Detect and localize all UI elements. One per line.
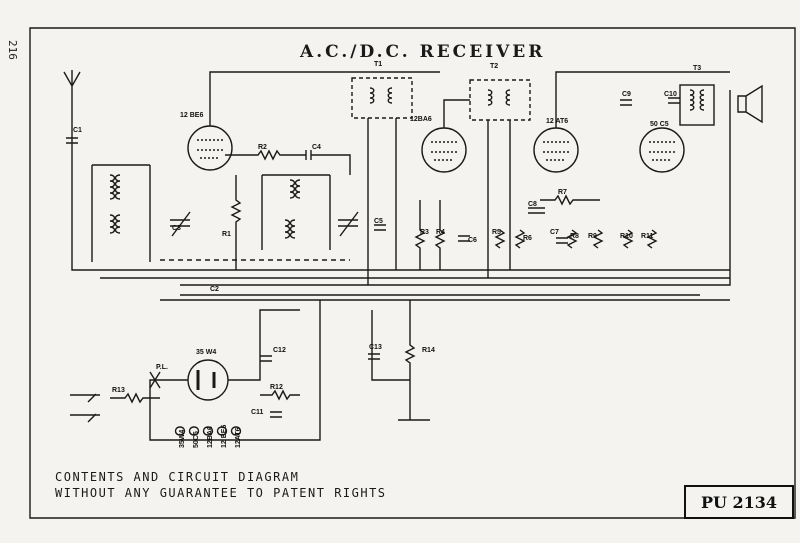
resistor-r5-label: R5 xyxy=(492,229,501,236)
capacitor-c4-label: C4 xyxy=(312,144,321,151)
valve-v1-label: 12 BE6 xyxy=(180,112,203,119)
speaker-symbol xyxy=(737,84,763,124)
valve-v1-envelope xyxy=(187,125,233,171)
valve-v4-envelope xyxy=(639,127,685,173)
capacitor-c7-label: C7 xyxy=(550,229,559,236)
disclaimer-notes: CONTENTS AND CIRCUIT DIAGRAM WITHOUT ANY… xyxy=(55,469,387,501)
transformer-t2-box xyxy=(469,79,531,121)
resistor-r4-label: R4 xyxy=(436,229,445,236)
capacitor-c8-label: C8 xyxy=(528,201,537,208)
capacitor-c2-label: C2 xyxy=(210,286,219,293)
valve-v2-label: 12BA6 xyxy=(410,116,432,123)
heater-35w4-label: 35W4 xyxy=(179,430,186,448)
model-code: PU 2134 xyxy=(700,492,778,512)
valve-v2-envelope xyxy=(421,127,467,173)
frame-border xyxy=(29,27,796,519)
disclaimer-line-2: WITHOUT ANY GUARANTEE TO PATENT RIGHTS xyxy=(55,486,387,500)
valve-v3-envelope xyxy=(533,127,579,173)
resistor-r11-label: R11 xyxy=(641,233,654,240)
resistor-r9-label: R9 xyxy=(588,233,597,240)
capacitor-c6-label: C6 xyxy=(468,237,477,244)
resistor-r6-label: R6 xyxy=(523,235,532,242)
transformer-t1-label: T1 xyxy=(374,61,382,68)
model-code-box: PU 2134 xyxy=(684,485,794,519)
pilot-lamp-symbol xyxy=(149,371,161,389)
resistor-r14-label: R14 xyxy=(422,347,435,354)
capacitor-c1-label: C1 xyxy=(73,127,82,134)
valve-rectifier-envelope xyxy=(187,359,229,401)
capacitor-c3-label: C3 xyxy=(172,225,181,232)
diagram-title: A.C./D.C. RECEIVER xyxy=(300,42,546,62)
antenna-symbol xyxy=(63,70,81,100)
capacitor-c9-label: C9 xyxy=(622,91,631,98)
resistor-r10-label: R10 xyxy=(620,233,633,240)
valve-rectifier-label: 35 W4 xyxy=(196,349,216,356)
resistor-r3-label: R3 xyxy=(420,229,429,236)
heater-12ba6-label: 12BA6 xyxy=(207,426,214,448)
heater-50c5-label: 50C5 xyxy=(193,431,200,448)
capacitor-c5-label: C5 xyxy=(374,218,383,225)
transformer-t3-label: T3 xyxy=(693,65,701,72)
resistor-r8-label: R8 xyxy=(570,233,579,240)
resistor-r1-label: R1 xyxy=(222,231,231,238)
valve-v4-label: 50 C5 xyxy=(650,121,669,128)
capacitor-c11-label: C11 xyxy=(251,409,264,416)
heater-12at6-label: 12AT6 xyxy=(235,427,242,448)
transformer-t3-box xyxy=(679,84,715,126)
disclaimer-line-1: CONTENTS AND CIRCUIT DIAGRAM xyxy=(55,470,300,484)
capacitor-c13-label: C13 xyxy=(369,344,382,351)
resistor-r13-label: R13 xyxy=(112,387,125,394)
transformer-t1-box xyxy=(351,77,413,119)
capacitor-c10-label: C10 xyxy=(664,91,677,98)
capacitor-c12-label: C12 xyxy=(273,347,286,354)
resistor-r7-label: R7 xyxy=(558,189,567,196)
page-number: 216 xyxy=(6,40,19,60)
transformer-t2-label: T2 xyxy=(490,63,498,70)
pilot-lamp-label: P.L. xyxy=(156,364,168,371)
heater-12be6-label: 12 BE6 xyxy=(221,425,228,448)
valve-v3-label: 12 AT6 xyxy=(546,118,568,125)
resistor-r12-label: R12 xyxy=(270,384,283,391)
resistor-r2-label: R2 xyxy=(258,144,267,151)
